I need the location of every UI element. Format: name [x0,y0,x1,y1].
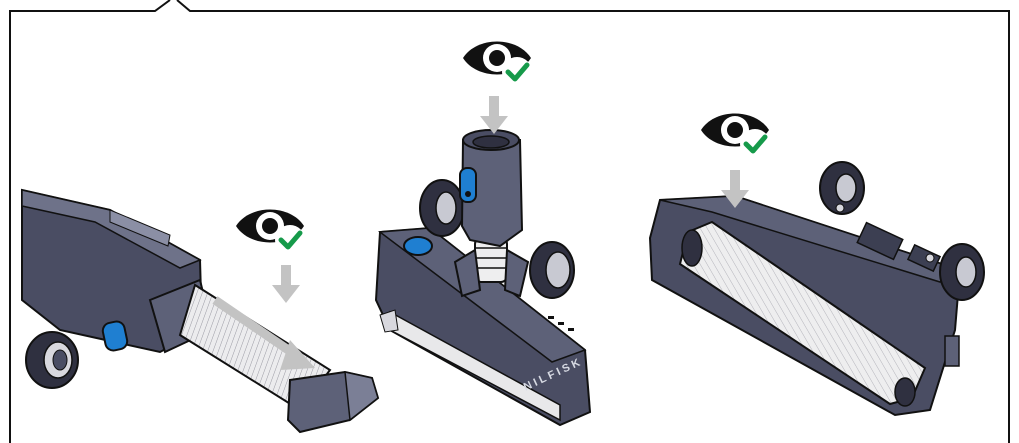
panel-nozzle-outlet [22,190,378,432]
panel-neck-joint: NILFISK [376,42,590,426]
wheel-left [420,180,464,236]
wheel-right [940,244,984,300]
eye-check-icon [236,210,305,256]
wheel-right [530,242,574,298]
panel-brush-roll-underside [650,114,984,416]
down-arrow-icon [272,265,300,303]
eye-check-icon [701,114,770,160]
eye-check-icon [463,42,532,88]
wheel [26,332,78,388]
head-button [404,237,432,255]
down-arrow-icon [480,96,508,134]
